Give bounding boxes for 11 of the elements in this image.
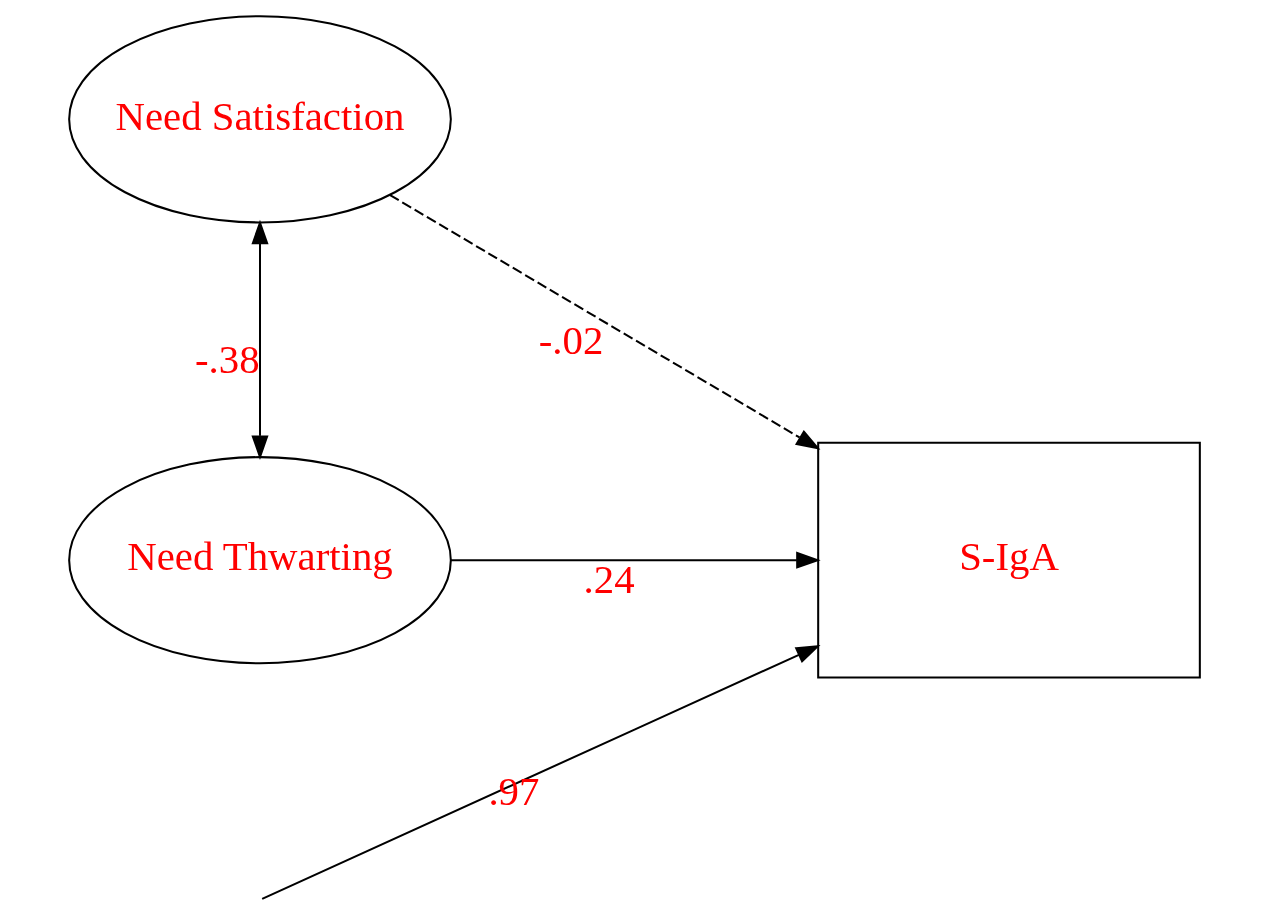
node-ellipse: Need Satisfaction [68,15,452,224]
arrow [451,551,821,569]
edge-label: -.02 [538,318,604,364]
node-ellipse: Need Thwarting [68,456,452,665]
arrow [251,219,269,460]
arrow [261,645,821,900]
arrow [389,194,821,450]
edge-label: -.38 [195,337,260,383]
node-box: S-IgA [817,441,1201,679]
edge-label: .24 [583,556,635,602]
edge-label: .97 [488,769,540,815]
